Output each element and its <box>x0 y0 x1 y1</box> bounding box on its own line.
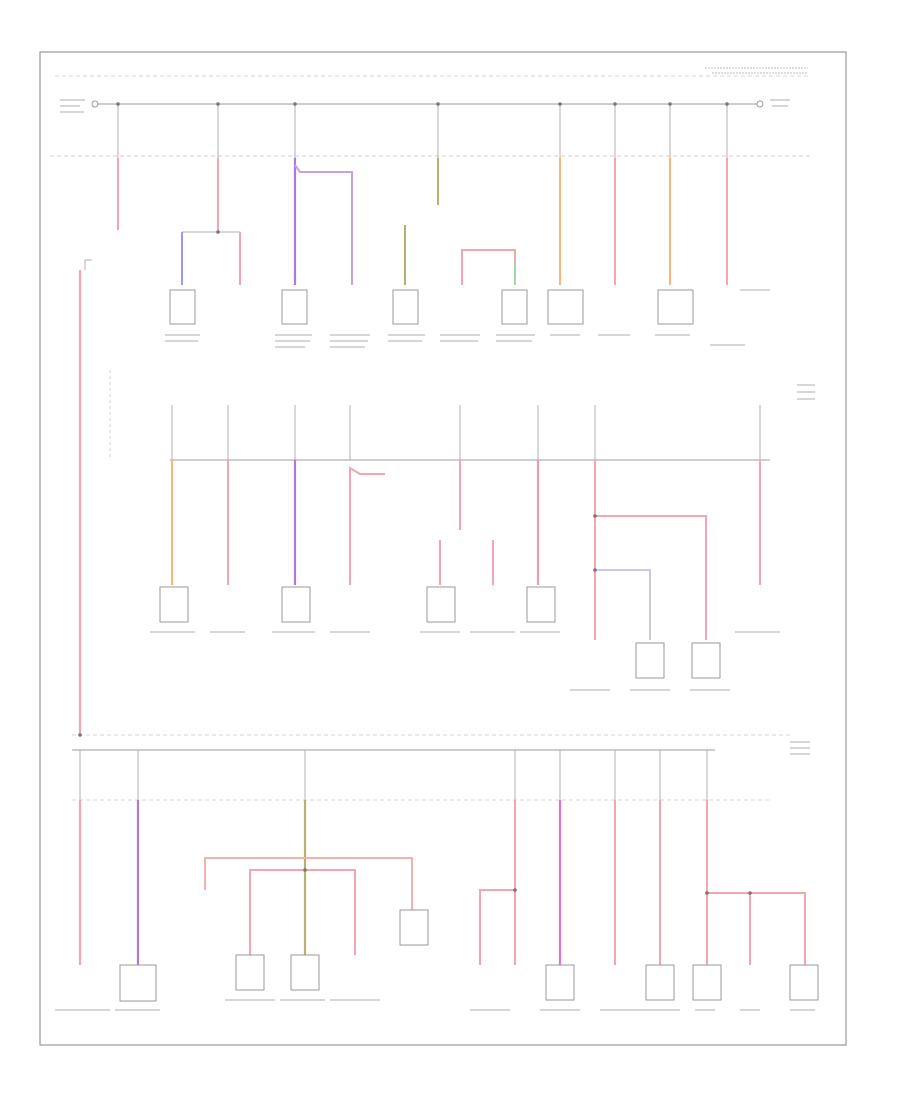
fuse-panel-section-2 <box>109 370 770 679</box>
components-row-1 <box>169 289 694 325</box>
component-box <box>545 964 575 1001</box>
fuse-drops-2 <box>171 405 761 460</box>
components-row-3 <box>119 909 819 1002</box>
component-box <box>399 909 429 946</box>
component-box <box>691 642 721 679</box>
bus-terminal-right <box>756 100 764 108</box>
component-box <box>426 586 456 623</box>
wire-lightviolet <box>294 164 353 285</box>
component-box <box>159 586 189 623</box>
components-row-2 <box>159 586 721 679</box>
component-box <box>657 289 694 325</box>
fuse-drops-3 <box>79 750 708 800</box>
component-box <box>501 289 528 325</box>
fuse-panel-section-3 <box>72 734 819 1002</box>
main-feed-wire <box>84 259 92 270</box>
component-box <box>290 954 320 991</box>
component-box <box>119 964 157 1002</box>
illegible-labels <box>55 99 815 1011</box>
component-box <box>645 964 675 1001</box>
bus-terminal-left <box>91 100 99 108</box>
component-box <box>281 586 311 623</box>
component-box <box>635 642 665 679</box>
component-box <box>169 289 196 325</box>
component-box <box>547 289 584 325</box>
diagram-border <box>39 51 847 1046</box>
component-box <box>281 289 308 325</box>
fuse-panel-section-1 <box>50 100 810 735</box>
component-box <box>789 964 819 1001</box>
title-block <box>705 64 810 76</box>
junction-dots <box>78 102 752 895</box>
component-box <box>692 964 722 1001</box>
fuse-drops-1 <box>117 104 728 158</box>
component-box <box>235 954 265 991</box>
component-box <box>392 289 419 325</box>
component-box <box>526 586 556 623</box>
